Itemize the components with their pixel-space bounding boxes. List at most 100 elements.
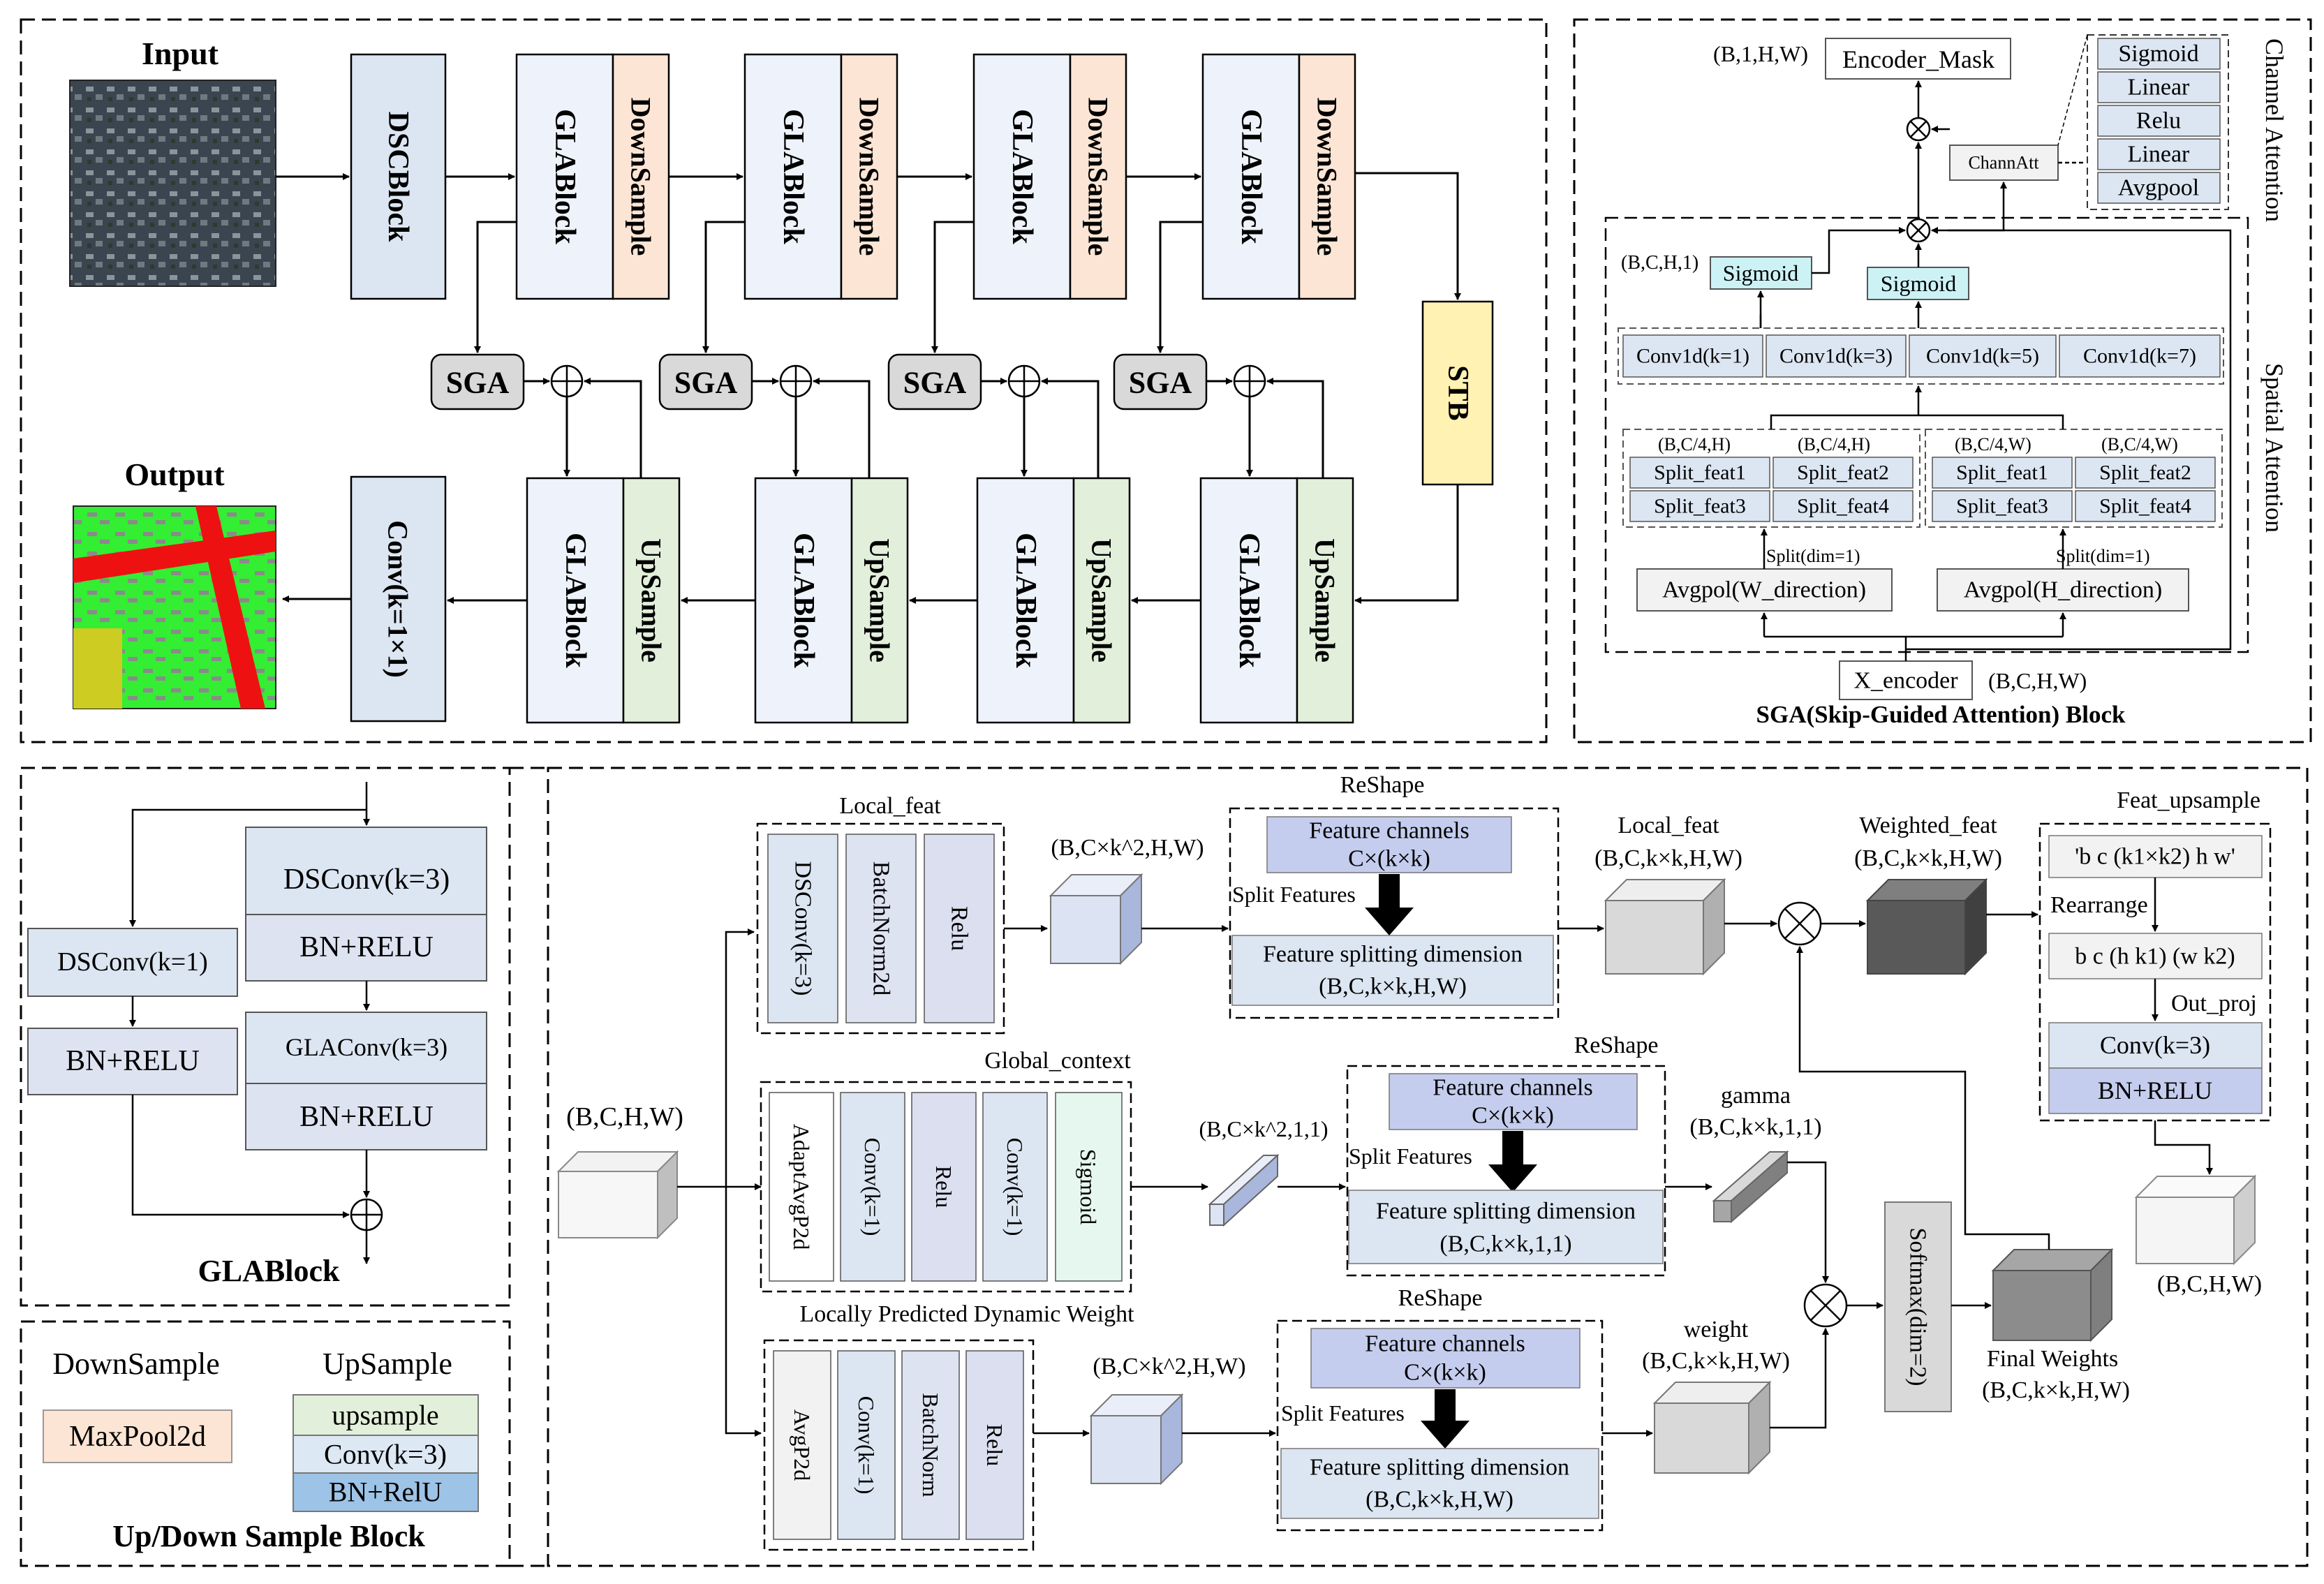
svg-text:Feature channels: Feature channels xyxy=(1309,818,1469,844)
output-cube xyxy=(2134,1174,2257,1266)
svg-text:AdaptAvgP2d: AdaptAvgP2d xyxy=(789,1124,814,1250)
shape-in-label: (B,C,H,W) xyxy=(566,1102,683,1132)
svg-text:DSConv(k=3): DSConv(k=3) xyxy=(790,861,816,996)
split-arrow-top xyxy=(1365,874,1414,935)
local-feat-cube xyxy=(1604,878,1726,976)
bn-box xyxy=(293,1472,479,1512)
svg-text:gamma: gamma xyxy=(1721,1083,1791,1109)
svg-text:weight: weight xyxy=(1684,1317,1749,1342)
decoder-stage-3: GLABlock UpSample xyxy=(976,477,1131,724)
svg-text:AvgP2d: AvgP2d xyxy=(790,1409,815,1481)
svg-text:Feature splitting dimension: Feature splitting dimension xyxy=(1263,942,1523,968)
sga-box-2: SGA xyxy=(658,353,753,410)
svg-text:Linear: Linear xyxy=(2128,142,2190,168)
main-network-panel xyxy=(20,18,1548,743)
svg-text:Feature splitting dimension: Feature splitting dimension xyxy=(1376,1199,1636,1224)
svg-text:Sigmoid: Sigmoid xyxy=(2118,41,2198,67)
dscblock-label: DSCBlock xyxy=(382,112,414,242)
avgpool-w-box xyxy=(1636,568,1893,612)
svg-text:BatchNorm: BatchNorm xyxy=(918,1393,943,1497)
svg-text:(B,C,k×k,1,1): (B,C,k×k,1,1) xyxy=(1689,1114,1821,1140)
svg-text:Out_proj: Out_proj xyxy=(2171,991,2257,1016)
svg-text:Split_feat1: Split_feat1 xyxy=(1654,461,1746,484)
svg-text:Split Features: Split Features xyxy=(1232,882,1356,907)
output-label: Output xyxy=(124,457,225,492)
channel-attention-group xyxy=(2087,34,2229,210)
svg-text:Softmax(dim=2): Softmax(dim=2) xyxy=(1905,1228,1931,1386)
svg-text:(B,C/4,H): (B,C/4,H) xyxy=(1798,434,1870,454)
svg-text:Conv(k=3): Conv(k=3) xyxy=(2100,1031,2210,1059)
output-image xyxy=(73,505,276,709)
decoder-stage-1: GLABlock UpSample xyxy=(526,477,681,724)
svg-text:SGA: SGA xyxy=(903,366,967,400)
svg-text:(B,C,k×k,H,W): (B,C,k×k,H,W) xyxy=(1319,974,1467,1000)
downsample-label: DownSample xyxy=(52,1347,220,1381)
reshape-top-label: ReShape xyxy=(1340,772,1425,798)
sga-shape-mask: (B,1,H,W) xyxy=(1713,41,1808,66)
svg-text:Relu: Relu xyxy=(2136,108,2181,134)
svg-text:C×(k×k): C×(k×k) xyxy=(1348,846,1430,872)
svg-text:(B,C,k×k,H,W): (B,C,k×k,H,W) xyxy=(1982,1377,2130,1403)
reshape-top-group xyxy=(1229,807,1560,1019)
mul-circle-mid xyxy=(1906,218,1931,243)
bnrelu-left-box xyxy=(27,1028,238,1095)
local-cube xyxy=(1049,873,1144,965)
svg-text:GLABlock: GLABlock xyxy=(1233,533,1265,668)
gamma-bar xyxy=(1712,1150,1789,1224)
svg-text:UpSample: UpSample xyxy=(1310,538,1341,663)
dyn-title: Locally Predicted Dynamic Weight xyxy=(799,1301,1134,1327)
svg-text:Linear: Linear xyxy=(2128,75,2190,101)
dyn-group xyxy=(763,1339,1035,1551)
mul-circle-top xyxy=(1906,117,1931,142)
gla-label: GLABlock xyxy=(1006,109,1038,244)
global-bar xyxy=(1208,1153,1280,1227)
weight-cube xyxy=(1652,1380,1772,1475)
down-label: DownSample xyxy=(1083,98,1114,256)
sample-title: Up/Down Sample Block xyxy=(112,1519,425,1553)
svg-text:Split_feat2: Split_feat2 xyxy=(1797,461,1889,484)
encoder-stage-3: GLABlock DownSample xyxy=(972,53,1127,300)
svg-text:Feature channels: Feature channels xyxy=(1433,1075,1592,1101)
svg-text:Split Features: Split Features xyxy=(1349,1143,1472,1169)
fs-mid-box xyxy=(1348,1190,1664,1264)
svg-text:Split Features: Split Features xyxy=(1281,1400,1405,1426)
svg-text:GLABlock: GLABlock xyxy=(1009,533,1042,668)
mul-circle-final xyxy=(1803,1283,1848,1328)
glablock-title: GLABlock xyxy=(198,1254,340,1288)
global-stack: AdaptAvgP2d Conv(k=1) Relu Conv(k=1) Sig… xyxy=(769,1092,1123,1282)
svg-text:(B,C,k×k,1,1): (B,C,k×k,1,1) xyxy=(1439,1231,1571,1257)
weighted-feat-cube xyxy=(1865,878,1988,976)
svg-text:(B,C/4,W): (B,C/4,W) xyxy=(2101,434,2178,454)
svg-text:SGA: SGA xyxy=(446,366,510,400)
svg-text:Relu: Relu xyxy=(947,906,972,951)
svg-text:Split(dim=1): Split(dim=1) xyxy=(2056,546,2150,566)
svg-text:DSConv(k=1): DSConv(k=1) xyxy=(57,947,208,977)
svg-text:C×(k×k): C×(k×k) xyxy=(1472,1103,1554,1129)
bnrelu-upsample-box xyxy=(2048,1067,2263,1114)
softmax-box xyxy=(1884,1201,1952,1412)
sga-arrows xyxy=(1757,34,2232,661)
dyn-stack: AvgP2d Conv(k=1) BatchNorm Relu xyxy=(773,1350,1024,1540)
shape-sig: (B,C,H,1) xyxy=(1621,252,1698,274)
sga-panel xyxy=(1573,18,2312,743)
svg-text:Conv1d(k=3): Conv1d(k=3) xyxy=(1779,345,1893,368)
svg-text:GLAConv(k=3): GLAConv(k=3) xyxy=(286,1033,447,1061)
shape-in: (B,C,H,W) xyxy=(1988,668,2087,693)
glaconv-arrows xyxy=(1004,878,2213,1437)
conv-out-block xyxy=(350,475,447,723)
svg-text:Conv1d(k=7): Conv1d(k=7) xyxy=(2083,345,2196,368)
reshape-bottom-label: ReShape xyxy=(1398,1285,1483,1311)
mul-circle-weighted xyxy=(1777,901,1822,946)
svg-text:(B,C,k×k,H,W): (B,C,k×k,H,W) xyxy=(1642,1348,1790,1374)
input-label: Input xyxy=(142,36,219,71)
gla-add-circle xyxy=(350,1198,383,1231)
chann-att-label: ChannAtt xyxy=(1968,153,2039,173)
svg-text:(B,C,k×k,H,W): (B,C,k×k,H,W) xyxy=(1854,845,2002,871)
svg-text:BN+RELU: BN+RELU xyxy=(66,1045,200,1077)
rearr-out-box xyxy=(2048,933,2263,979)
svg-text:Relu: Relu xyxy=(931,1166,956,1208)
final-weights-cube xyxy=(1991,1248,2114,1342)
feat-upsample-title: Feat_upsample xyxy=(2117,787,2260,813)
svg-text:BN+RelU: BN+RelU xyxy=(329,1476,443,1508)
